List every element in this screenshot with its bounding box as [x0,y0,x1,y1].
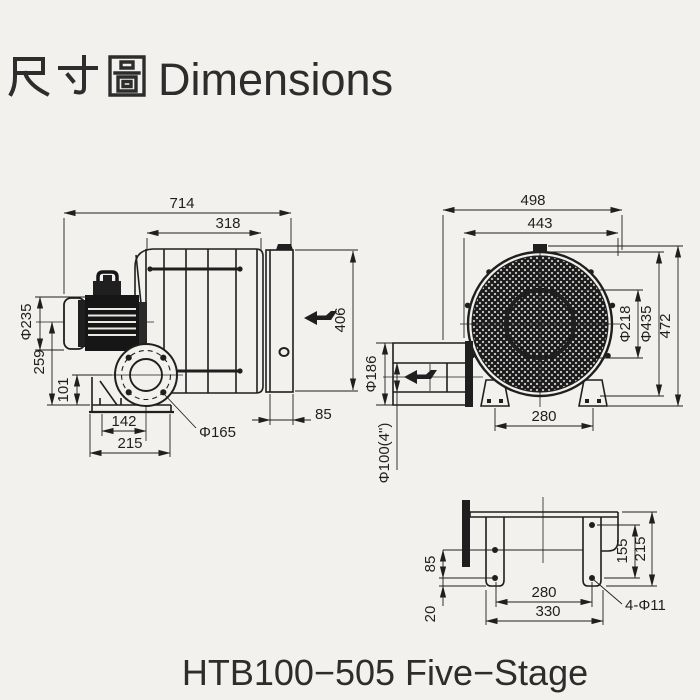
outlet-duct [383,341,483,407]
dim-base-width: 330 [485,590,604,625]
dim-side-axis-height: 259 [31,321,90,406]
base-view: 85 20 280 330 [422,497,666,625]
bolt-hole [492,547,498,553]
title-cjk-glyphs [8,55,146,97]
dim-front-foot-span: 280 [494,408,594,431]
bolt-hole [589,575,595,581]
lifting-eye [96,270,119,281]
dim-label: 406 [332,307,349,332]
lifting-lug [276,244,293,250]
motor-adapter [139,302,147,347]
drain-plug [278,347,290,357]
dim-front-outlet-diameter: Φ186 [363,342,394,406]
airflow-arrow-icon [304,311,337,325]
dim-label: 714 [169,195,194,212]
motor-side [36,270,154,351]
dim-side-stage-length: 318 [146,215,262,250]
outlet-flange [465,341,473,407]
page-title-en: Dimensions [158,54,393,105]
dim-label: 215 [632,536,649,561]
airflow-arrow-icon [404,370,437,384]
dim-label: 215 [117,435,142,452]
title-glyph-chi [8,57,50,97]
dim-label: Φ186 [363,356,380,393]
terminal-box [93,281,121,295]
dim-front-overall-height: 472 [548,245,683,407]
base-plate-plan [443,497,619,587]
front-view: 498 443 Φ218 Φ435 [363,192,683,483]
dim-label: 330 [535,603,560,620]
dim-base-mounting-holes: 4-Φ11 [593,579,666,614]
left-rail [485,517,505,587]
dim-label: 443 [527,215,552,232]
side-view: 714 318 406 85 [18,195,358,457]
title-glyph-tu [108,55,146,97]
title-glyph-cun [58,55,98,95]
dim-side-outlet-height: 406 [295,249,358,392]
dim-base-hole-offset: 85 [422,549,497,579]
inlet-flange [110,339,183,441]
dim-base-hole-pitch-depth: 155 [597,524,640,579]
dim-label: 498 [520,192,545,209]
dim-front-grille-diameter: Φ435 [547,251,664,397]
dim-side-flange-diameter: Φ165 [163,393,236,441]
dim-label: 259 [31,349,48,374]
dim-label: 155 [614,538,631,563]
dim-label: Φ235 [18,304,35,341]
dim-side-motor-diameter: Φ235 [18,296,92,351]
dim-label: Φ165 [199,424,236,441]
dim-front-outlet-bore: Φ100(4") [376,362,401,484]
dim-label: 280 [531,584,556,601]
base-bracket-side [89,377,174,414]
bolt-hole [589,522,595,528]
dim-front-overall-width: 498 [442,192,623,340]
rear-cover-side [265,244,294,393]
dim-label: 4-Φ11 [625,597,666,614]
dim-label: Φ435 [638,306,655,343]
page-title: Dimensions [8,54,393,105]
dim-base-edge-offset: 20 [422,578,486,622]
dim-side-overall-length: 714 [63,195,292,294]
dim-label: 318 [215,215,240,232]
dim-side-rear-depth: 85 [252,394,332,425]
dim-label: Φ218 [617,306,634,343]
dim-label: 142 [111,413,136,430]
dim-label: 472 [657,313,674,338]
dim-label: 85 [422,556,439,573]
dim-front-body-width: 443 [463,215,619,338]
dim-side-flange-height: 101 [55,374,112,406]
outlet-flange-edge [462,500,470,567]
motor-fins [88,308,136,336]
dim-label: 101 [55,377,72,402]
dim-side-foot-hole-span: 142 [101,413,147,436]
dim-base-depth: 215 [606,511,657,587]
dim-label: Φ100(4") [376,423,393,484]
dim-front-hub-diameter: Φ218 [543,289,643,359]
model-caption: HTB100−505 Five−Stage [182,652,588,693]
dim-label: 20 [422,606,439,623]
dim-label: 280 [531,408,556,425]
dim-label: 85 [315,406,332,423]
dim-side-base-length: 215 [89,414,171,457]
dim-base-hole-pitch-width: 280 [495,582,593,607]
